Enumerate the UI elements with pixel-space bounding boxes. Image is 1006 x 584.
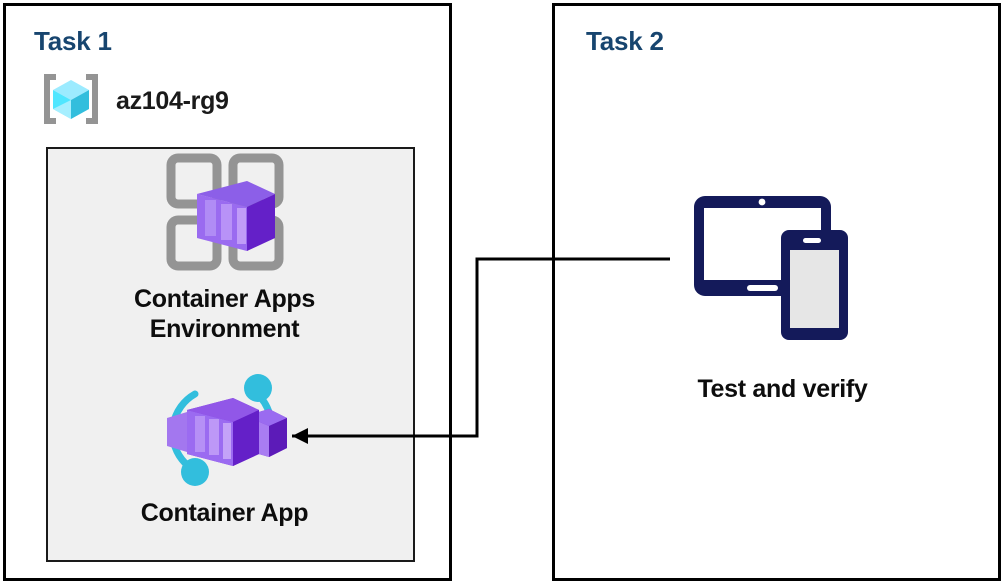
container-apps-environment-icon bbox=[161, 150, 289, 279]
resource-group-label: az104-rg9 bbox=[116, 87, 229, 115]
test-and-verify-icon-plate bbox=[667, 168, 898, 364]
test-and-verify-caption: Test and verify bbox=[697, 375, 868, 403]
container-app-caption: Container App bbox=[140, 499, 309, 527]
test-and-verify-figure: Test and verify bbox=[597, 168, 968, 405]
container-apps-environment-figure: Container Apps Environment bbox=[40, 150, 409, 344]
task-1-title: Task 1 bbox=[34, 26, 112, 56]
container-app-icon bbox=[149, 368, 301, 495]
container-apps-environment-caption: Container Apps Environment bbox=[134, 285, 315, 343]
resource-group-icon bbox=[40, 68, 102, 135]
devices-test-icon bbox=[690, 186, 875, 346]
container-app-figure: Container App bbox=[40, 368, 409, 529]
resource-group-row: az104-rg9 bbox=[40, 68, 229, 135]
task-2-title: Task 2 bbox=[586, 26, 664, 56]
